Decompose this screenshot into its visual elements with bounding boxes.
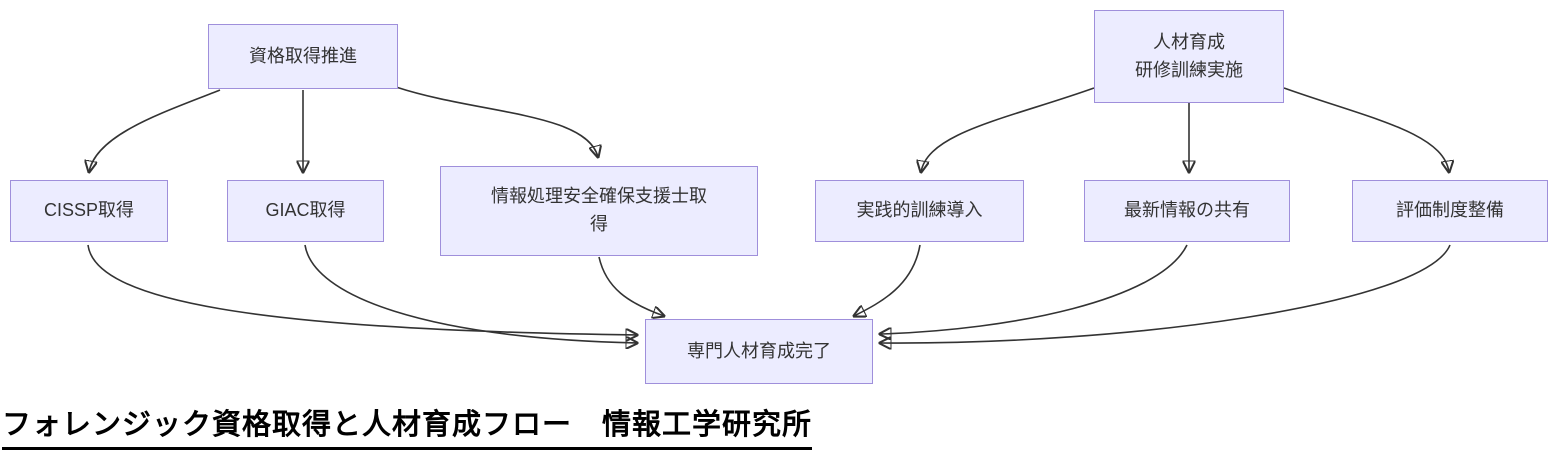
edge-jissen-to-kanryo [854,244,921,316]
node-label: CISSP取得 [43,200,135,221]
edge-giac-to-kanryo [304,244,637,343]
node-label: 資格取得推進 [249,45,357,66]
node-jinzai-ikusei-kenshu: 人材育成 研修訓練実施 [1094,10,1284,103]
node-jissen-kunren: 実践的訓練導入 [815,180,1024,242]
node-cissp-shutoku: CISSP取得 [10,180,168,242]
node-label: 人材育成 研修訓練実施 [1135,31,1243,80]
node-label: GIAC取得 [265,200,346,221]
node-label: 実践的訓練導入 [856,200,983,221]
node-label: 最新情報の共有 [1124,200,1250,221]
edge-cissp-to-kanryo [87,244,637,335]
edge-shien-to-kanryo [598,256,664,316]
edge-saishin-to-kanryo [880,244,1188,334]
edge-shikaku-to-shien [395,86,598,157]
node-saishin-joho-kyoyu: 最新情報の共有 [1084,180,1290,242]
edge-ikusei-to-jissen [921,87,1095,172]
node-label: 評価制度整備 [1396,200,1504,221]
node-label: 専門人材育成完了 [687,340,831,361]
node-shikaku-shutoku-suishin: 資格取得推進 [208,24,398,89]
node-shien-shi-shutoku: 情報処理安全確保支援士取 得 [440,166,758,256]
edge-shikaku-to-cissp [89,89,221,172]
node-label: 情報処理安全確保支援士取 得 [491,186,707,234]
node-senmon-jinzai-kanryo: 専門人材育成完了 [645,319,873,384]
diagram-title: フォレンジック資格取得と人材育成フロー 情報工学研究所 [2,406,813,451]
edge-hyouka-to-kanryo [880,244,1451,343]
node-giac-shutoku: GIAC取得 [227,180,384,242]
node-hyouka-seido: 評価制度整備 [1352,180,1548,242]
edge-ikusei-to-hyouka [1283,87,1449,172]
